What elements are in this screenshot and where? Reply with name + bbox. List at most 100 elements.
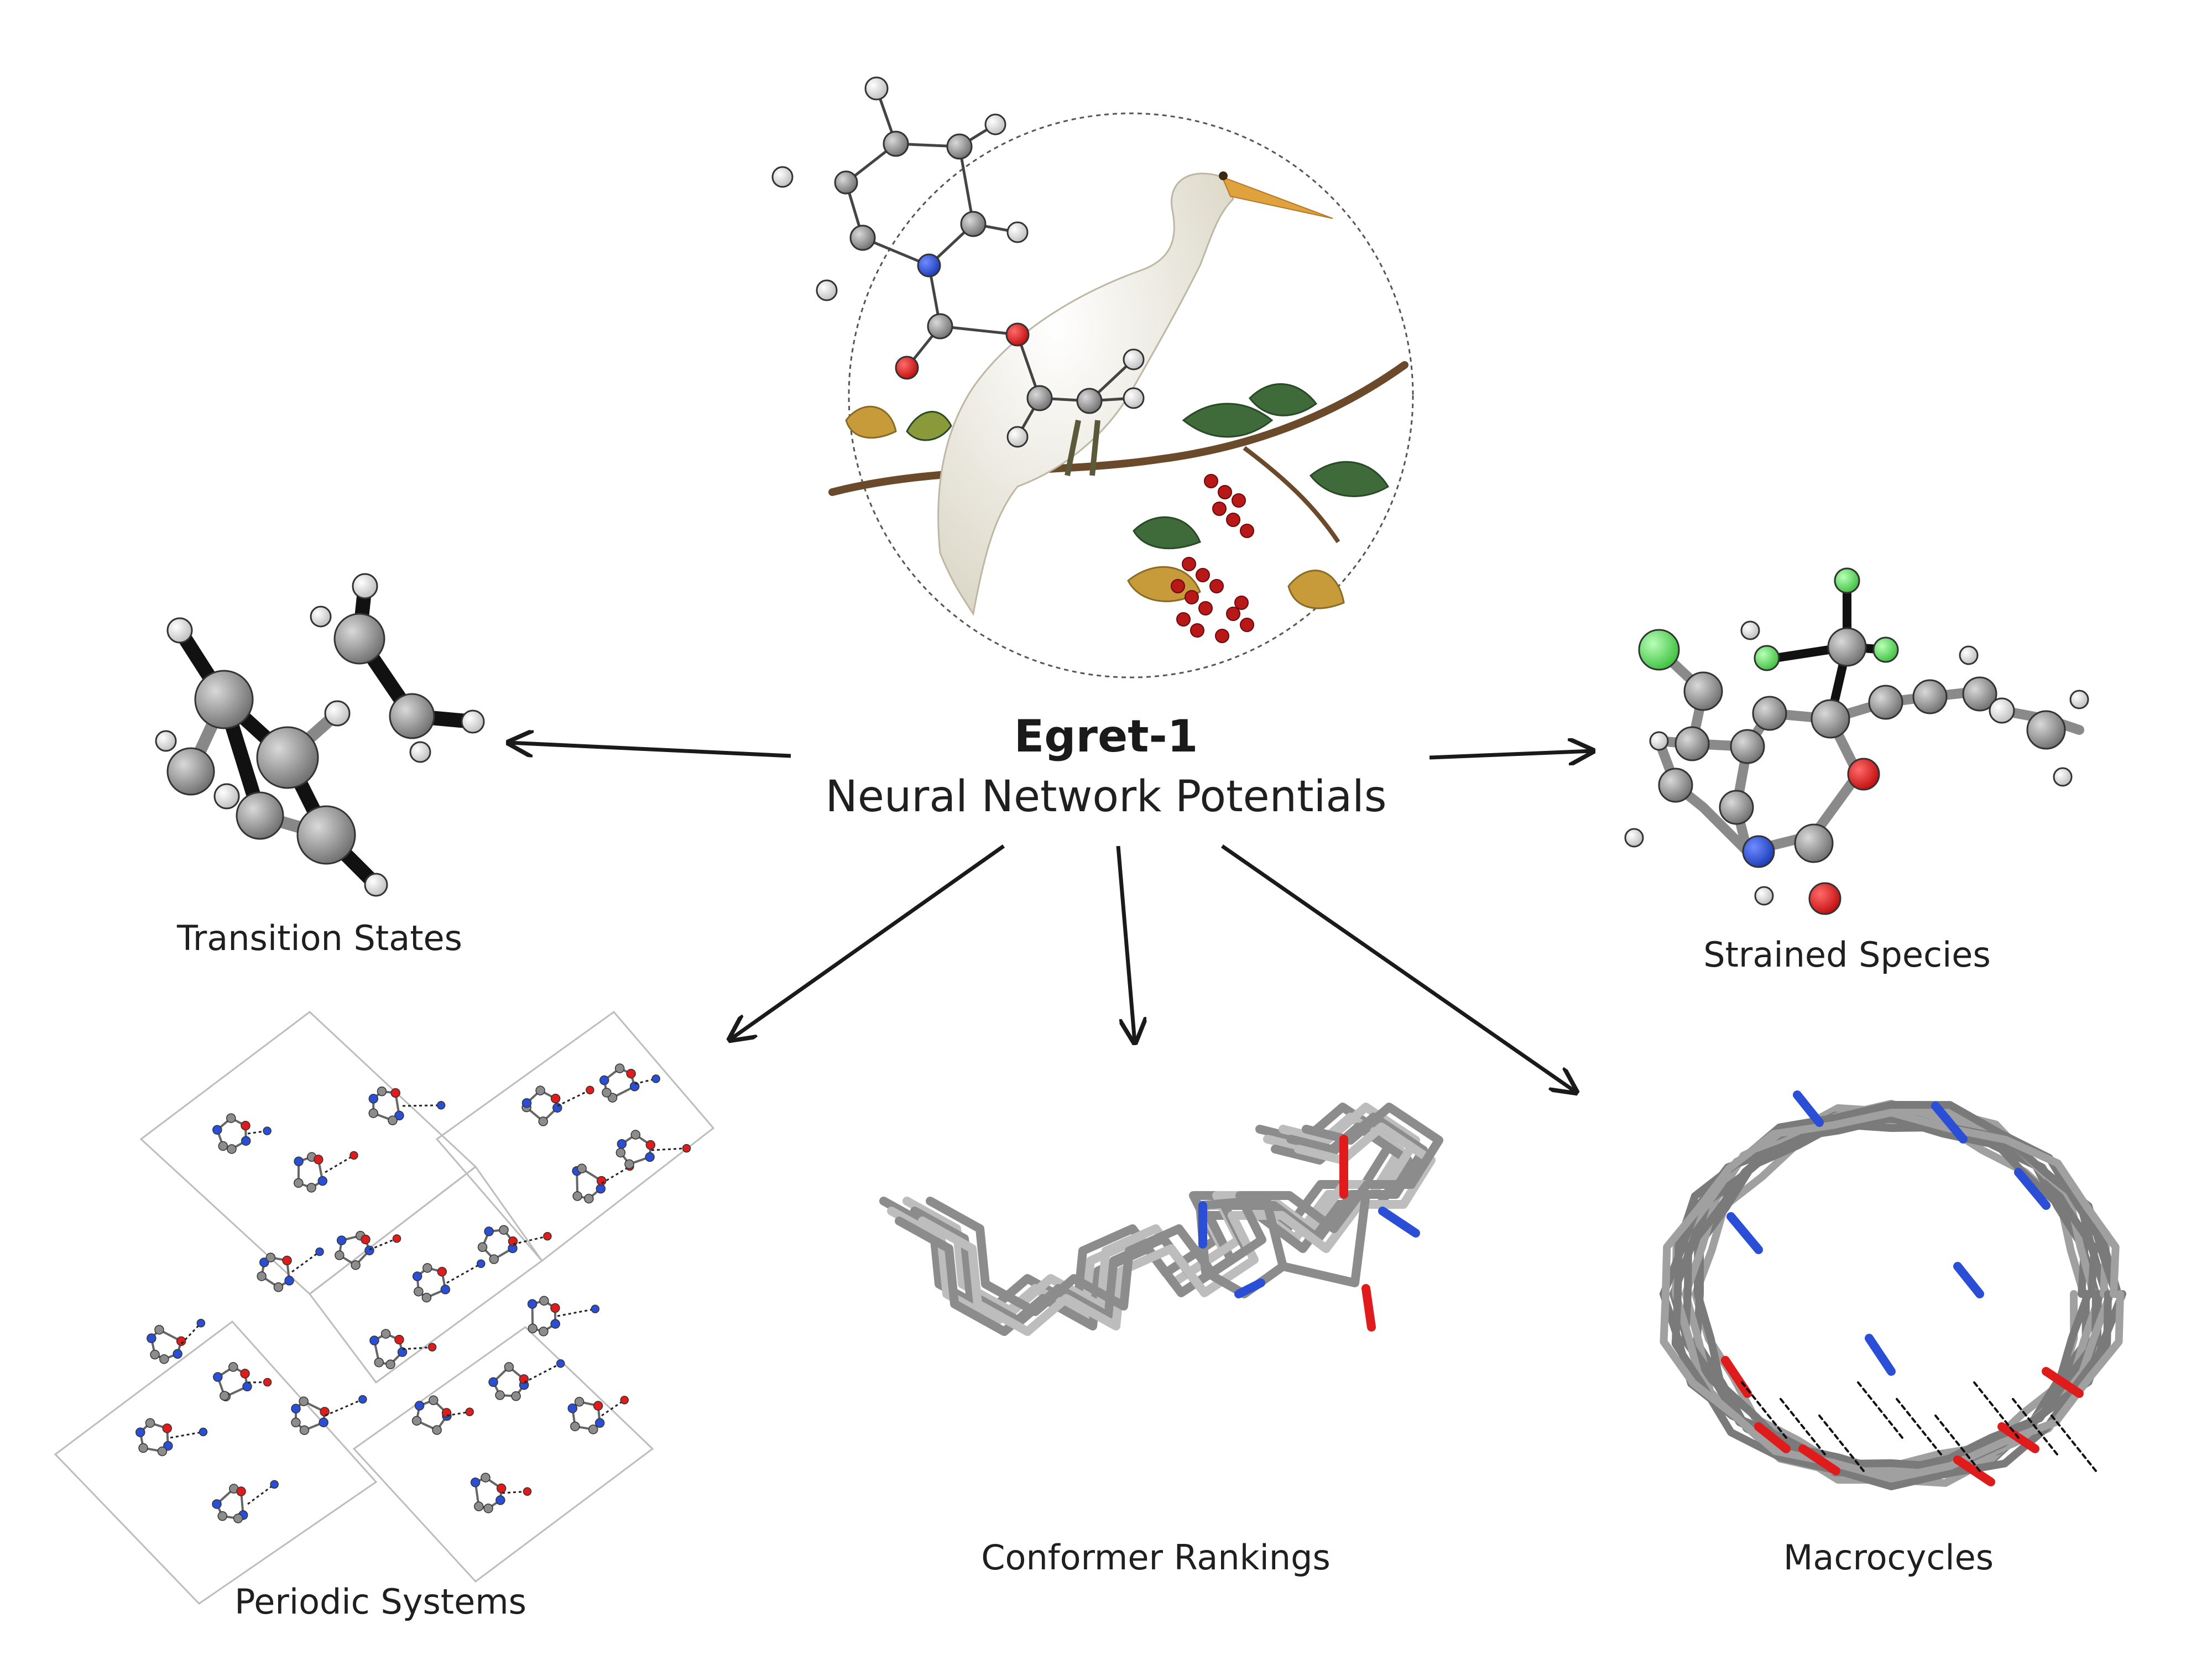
lattice-atom [652,1075,660,1083]
lattice-atom [257,1272,266,1281]
lattice-atom [294,1157,303,1166]
label-conformer-rankings: Conformer Rankings [981,1537,1331,1578]
lattice-atom [359,1396,367,1403]
model-subtitle: Neural Network Potentials [826,772,1387,822]
lattice-atom [285,1276,294,1285]
lattice-atom [377,1087,386,1096]
lattice-atom [423,1264,432,1272]
lattice-atom [615,1064,624,1073]
lattice-atom [163,1424,171,1433]
lattice-atom [477,1260,485,1267]
lattice-atom [147,1334,156,1343]
lattice-atom [283,1256,291,1265]
lattice-atom [369,1109,378,1118]
lattice-atom [594,1401,603,1410]
lattice-atom [241,1369,249,1378]
arrow-to-strained-species [1430,751,1593,758]
strained-species-molecule [1625,568,2088,914]
lattice-atom [158,1447,166,1456]
macrocycle-heteroatom [1869,1338,1891,1371]
lattice-atom [264,1379,272,1386]
lattice-atom [571,1422,580,1431]
lattice-atom [263,1127,271,1135]
lattice-atom [213,1125,222,1134]
lattice-atom [596,1418,604,1427]
lattice-atom [291,1418,300,1427]
lattice-atom [528,1299,537,1308]
lattice-atom [630,1082,639,1091]
lattice-atom [237,1487,246,1496]
lattice-atom [150,1350,159,1359]
lattice-atom [393,1235,401,1243]
lattice-atom [631,1130,640,1139]
periodic-systems-lattice [55,1012,713,1604]
lattice-atom [597,1176,606,1185]
lattice-atom [318,1177,327,1186]
lattice-atom [540,1296,549,1305]
lattice-atom [585,1194,593,1203]
macrocycle-heteroatom [1731,1217,1759,1250]
lattice-atom [496,1496,505,1505]
label-strained-species: Strained Species [1703,935,1991,975]
lattice-atom [497,1484,506,1493]
lattice-atom [481,1473,490,1482]
label-periodic-systems: Periodic Systems [234,1582,526,1622]
lattice-atom [243,1382,252,1391]
lattice-atom [573,1192,582,1201]
lattice-atom [682,1145,690,1152]
lattice-atom [199,1428,207,1436]
lattice-atom [197,1319,205,1327]
arrow-to-transition-states [509,743,791,756]
lattice-atom [369,1094,378,1103]
lattice-atom [575,1397,584,1406]
lattice-atom [429,1396,438,1405]
lattice-atom [591,1305,599,1313]
lattice-atom [300,1426,309,1434]
lattice-atom [391,1088,400,1097]
lattice-atom [495,1391,504,1400]
lattice-atom [227,1114,236,1123]
label-macrocycles: Macrocycles [1783,1537,1994,1578]
lattice-atom [466,1408,473,1416]
lattice-atom [350,1151,358,1159]
lattice-atom [145,1418,154,1427]
lattice-atom [291,1404,300,1413]
lattice-atom [270,1480,278,1488]
lattice-atom [136,1428,145,1437]
lattice-atom [414,1287,423,1296]
lattice-atom [429,1343,436,1351]
lattice-atom [422,1293,431,1302]
lattice-atom [519,1375,528,1384]
lattice-atom [307,1183,316,1192]
arrow-to-periodic-systems [730,846,1004,1040]
lattice-atom [437,1267,446,1276]
lattice-atom [489,1255,498,1264]
lattice-atom [177,1337,186,1345]
arrow-to-macrocycles [1222,846,1576,1092]
lattice-atom [489,1377,498,1386]
lattice-atom [212,1500,221,1509]
lattice-atom [437,1102,445,1109]
lattice-atom [173,1349,182,1358]
lattice-atom [351,1261,360,1270]
center-title-block: Egret-1 Neural Network Potentials [826,711,1387,822]
lattice-atom [432,1426,441,1434]
lattice-atom [484,1504,493,1513]
lattice-atom [234,1514,243,1523]
lattice-atom [139,1444,148,1453]
lattice-atom [586,1086,594,1094]
lattice-atom [577,1164,586,1173]
lattice-atom [229,1363,238,1371]
lattice-atom [528,1324,537,1333]
lattice-atom [220,1391,229,1400]
lattice-atom [600,1076,609,1085]
lattice-atom [337,1236,346,1245]
lattice-atom [218,1512,227,1521]
lattice-atom [441,1285,450,1294]
lattice-atom [361,1235,370,1244]
lattice-atom [155,1325,164,1334]
conformer-rankings-sticks [884,1107,1439,1332]
lattice-atom [274,1283,283,1292]
lattice-atom [266,1253,275,1262]
lattice-atom [504,1363,513,1371]
